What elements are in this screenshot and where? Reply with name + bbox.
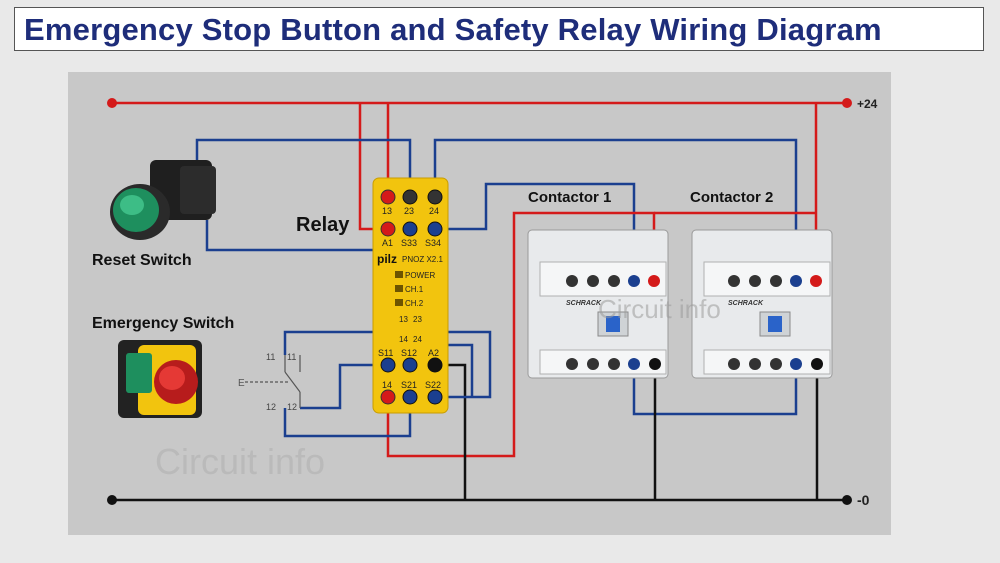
wire-24-to-contactor1: [435, 182, 636, 281]
title-box: Emergency Stop Button and Safety Relay W…: [14, 7, 984, 51]
emergency-switch: [118, 340, 202, 418]
relay-led-power: POWER: [405, 271, 435, 280]
negative-rail-left-dot: [107, 495, 117, 505]
positive-rail-right-dot: [842, 98, 852, 108]
wire-estop-loop-inner: [300, 363, 388, 410]
relay-terminal-S34: S34: [425, 238, 441, 248]
relay-mid-24: 24: [413, 335, 422, 344]
relay-model: PNOZ X2.1: [402, 255, 443, 264]
relay-terminal-13: 13: [382, 206, 392, 216]
estop-contact-bottom-a: 12: [266, 402, 276, 412]
relay-terminal-24: 24: [429, 206, 439, 216]
relay-mid-14: 14: [399, 335, 408, 344]
watermark-main: Circuit info: [155, 441, 325, 482]
wire-S34-to-contactor2: [433, 138, 798, 281]
relay-terminal-S22: S22: [425, 380, 441, 390]
estop-contact-symbol: E: [238, 355, 301, 408]
emergency-switch-label: Emergency Switch: [92, 315, 234, 332]
relay-terminal-S33: S33: [401, 238, 417, 248]
contactor-1-label: Contactor 1: [528, 189, 611, 206]
wire-reset-to-23: [195, 138, 412, 197]
contactor-1-brand: SCHRACK: [566, 300, 602, 307]
relay-mid-13: 13: [399, 315, 408, 324]
relay-led-ch1: CH.1: [405, 285, 424, 294]
wire-14-to-contactors: [386, 211, 656, 458]
safety-relay: [372, 177, 449, 414]
relay-terminal-A2: A2: [428, 348, 439, 358]
relay-mid-23: 23: [413, 315, 422, 324]
svg-text:E: E: [238, 378, 245, 389]
page-title: Emergency Stop Button and Safety Relay W…: [24, 12, 882, 47]
positive-rail-label: +24: [857, 97, 878, 111]
reset-switch: [110, 160, 216, 240]
estop-contact-top-a: 11: [266, 352, 275, 362]
relay-terminal-23: 23: [404, 206, 414, 216]
contactor-1: [527, 229, 669, 379]
relay-terminal-S21: S21: [401, 380, 417, 390]
relay-label: Relay: [296, 214, 350, 236]
contactor-2: [691, 229, 833, 379]
negative-rail-right-dot: [842, 495, 852, 505]
negative-rail-label: -0: [857, 492, 870, 508]
relay-brand: pilz: [377, 252, 397, 266]
relay-terminal-14: 14: [382, 380, 392, 390]
contactor-2-brand: SCHRACK: [728, 300, 764, 307]
relay-terminal-A1: A1: [382, 238, 393, 248]
wire-contactor-bottom-link: [632, 364, 798, 416]
relay-led-ch2: CH.2: [405, 299, 424, 308]
estop-contact-bottom-b: 12: [287, 402, 297, 412]
estop-contact-top-b: 11: [287, 352, 296, 362]
watermark-secondary: Circuit info: [598, 294, 721, 324]
contactor-2-label: Contactor 2: [690, 189, 773, 206]
reset-switch-label: Reset Switch: [92, 252, 192, 269]
relay-terminal-S12: S12: [401, 348, 417, 358]
wire-estop-S12: [283, 397, 412, 438]
relay-terminal-S11: S11: [378, 348, 393, 358]
positive-rail-left-dot: [107, 98, 117, 108]
